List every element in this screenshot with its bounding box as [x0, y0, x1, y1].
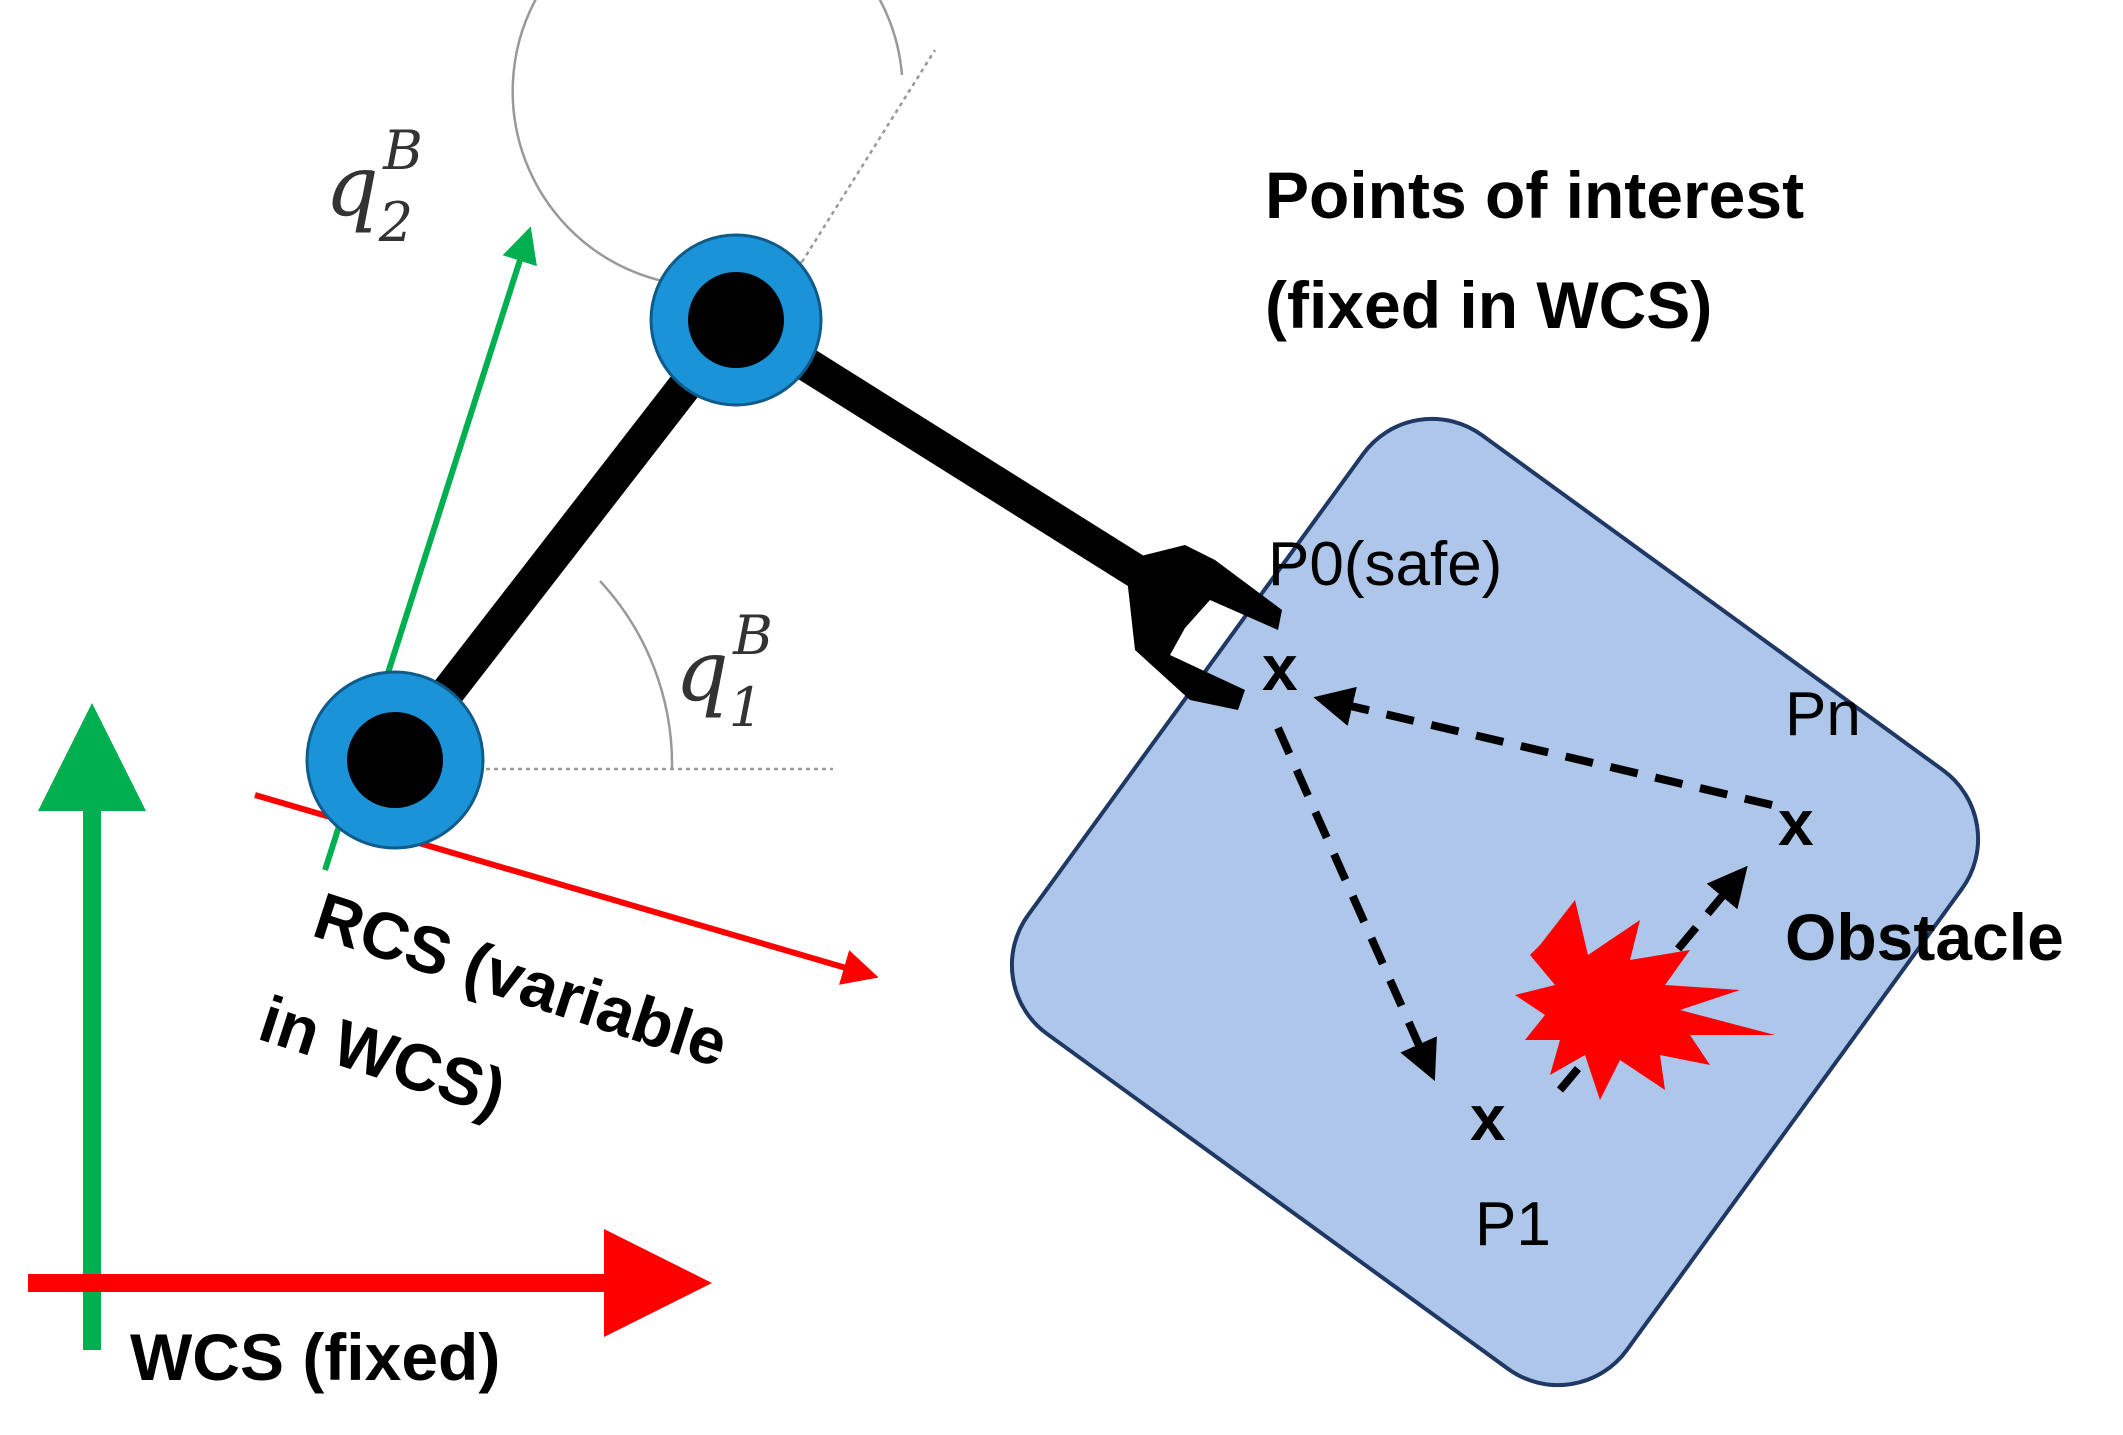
robot-arm [305, 233, 1282, 850]
p1-label: P1 [1475, 1190, 1551, 1259]
q1-angle-label: q1B [675, 604, 773, 739]
rcs-label: RCS (variable in WCS) [251, 878, 737, 1130]
arm-link-1 [378, 303, 753, 777]
angle-reference-lines [430, 0, 937, 771]
obstacle-label: Obstacle [1785, 900, 2064, 974]
link2-extension-dotted [800, 49, 937, 263]
path-pn-to-p0 [1313, 686, 1773, 809]
q2-angle-arc [511, 0, 904, 288]
wcs-label: WCS (fixed) [130, 1320, 500, 1394]
q1-angle-arc [599, 580, 674, 770]
gripper [1125, 545, 1282, 710]
points-of-interest-subtitle: (fixed in WCS) [1265, 268, 1712, 342]
elbow-joint-core [688, 272, 784, 368]
rcs-label-line2: in WCS) [251, 981, 514, 1130]
p0-label: P0(safe) [1268, 530, 1502, 599]
path-p0-to-p1 [1274, 726, 1437, 1081]
q2-angle-label: q2B [325, 119, 423, 254]
p1-marker: x [1470, 1082, 1506, 1154]
obstacle-shape [1515, 900, 1775, 1100]
points-of-interest-title: Points of interest [1265, 158, 1804, 232]
base-joint-core [347, 712, 443, 808]
p0-marker: x [1262, 632, 1298, 704]
pn-label: Pn [1785, 680, 1861, 749]
pn-marker: x [1778, 787, 1814, 859]
